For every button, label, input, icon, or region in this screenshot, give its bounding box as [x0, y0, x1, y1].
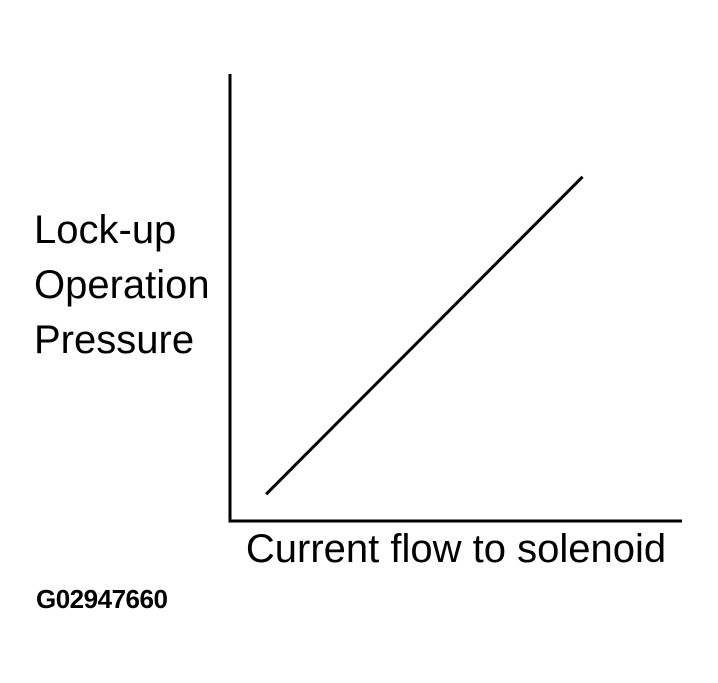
figure-id: G02947660	[36, 584, 168, 614]
y-axis-label: Lock-up Operation Pressure	[34, 208, 210, 362]
x-axis-label: Current flow to solenoid	[245, 527, 667, 571]
data-line	[265, 175, 584, 496]
